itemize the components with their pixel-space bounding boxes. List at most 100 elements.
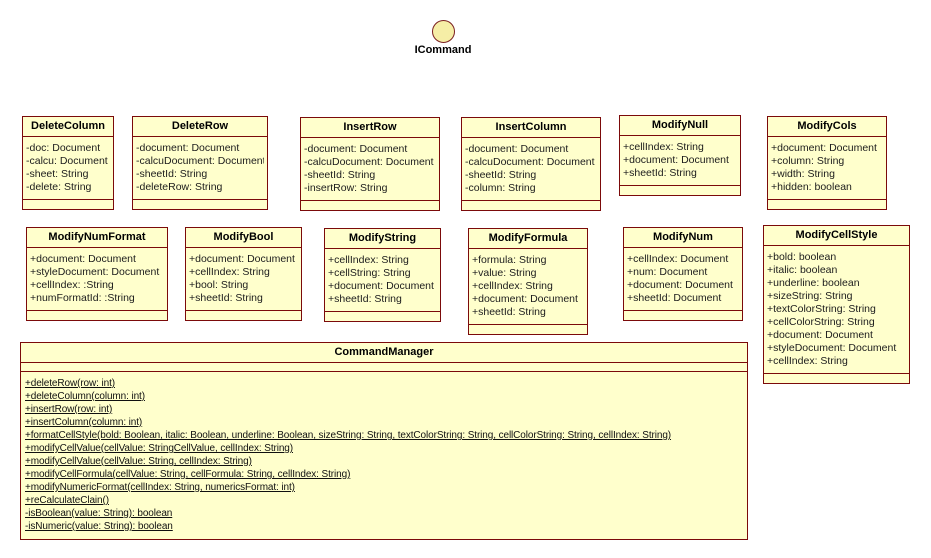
attribute-item: -calcuDocument: Document: [465, 156, 595, 168]
attribute-item: -calcu: Document: [26, 155, 108, 167]
method-item: +deleteColumn(column: int): [25, 391, 145, 402]
attribute-item: +textColorString: String: [767, 303, 876, 315]
class-methods-empty: [624, 311, 742, 320]
class-title: ModifyString: [325, 229, 440, 249]
class-box-modifynum: ModifyNum +cellIndex: Document+num: Docu…: [623, 227, 743, 321]
class-methods-empty: [620, 186, 740, 195]
attribute-item: -deleteRow: String: [136, 181, 223, 193]
class-title: DeleteColumn: [23, 117, 113, 137]
class-box-commandmanager: CommandManager +deleteRow(row: int)+dele…: [20, 342, 748, 540]
class-title: ModifyBool: [186, 228, 301, 248]
attribute-item: -sheetId: String: [465, 169, 537, 181]
attribute-item: +sheetId: Document: [627, 292, 722, 304]
interface-label: ICommand: [414, 44, 472, 56]
class-box-modifycols: ModifyCols +document: Document+column: S…: [767, 116, 887, 210]
attribute-item: +sheetId: String: [189, 292, 263, 304]
attribute-item: +document: Document: [189, 253, 295, 265]
class-methods-empty: [23, 200, 113, 209]
attribute-item: +document: Document: [627, 279, 733, 291]
method-item: +modifyCellFormula(cellValue: String, ce…: [25, 469, 351, 480]
attribute-item: +cellIndex: String: [328, 254, 409, 266]
class-title: ModifyFormula: [469, 229, 587, 249]
class-attributes-empty: [21, 363, 747, 372]
method-item: -isBoolean(value: String): boolean: [25, 508, 173, 519]
attribute-item: +sheetId: String: [328, 293, 402, 305]
class-box-deletecolumn: DeleteColumn -doc: Document-calcu: Docum…: [22, 116, 114, 210]
class-attributes: +formula: String+value: String+cellIndex…: [469, 249, 587, 325]
attribute-item: +cellIndex: :String: [30, 279, 114, 291]
attribute-item: +document: Document: [767, 329, 873, 341]
class-box-deleterow: DeleteRow -document: Document-calcuDocum…: [132, 116, 268, 210]
method-item: +insertColumn(column: int): [25, 417, 143, 428]
attribute-item: -document: Document: [304, 143, 408, 155]
attribute-item: +bold: boolean: [767, 251, 837, 263]
attribute-item: +sheetId: String: [623, 167, 697, 179]
class-box-modifycellstyle: ModifyCellStyle +bold: boolean+italic: b…: [763, 225, 910, 384]
class-attributes: +cellIndex: String+cellString: String+do…: [325, 249, 440, 312]
attribute-item: +document: Document: [771, 142, 877, 154]
method-item: +modifyNumericFormat(cellIndex: String, …: [25, 482, 295, 493]
attribute-item: -document: Document: [465, 143, 569, 155]
attribute-item: +cellIndex: String: [623, 141, 704, 153]
class-attributes: +document: Document+cellIndex: String+bo…: [186, 248, 301, 311]
class-attributes: +document: Document+column: String+width…: [768, 137, 886, 200]
class-title: ModifyNull: [620, 116, 740, 136]
attribute-item: +numFormatId: :String: [30, 292, 135, 304]
attribute-item: +document: Document: [623, 154, 729, 166]
class-title: ModifyCellStyle: [764, 226, 909, 246]
attribute-item: -sheetId: String: [304, 169, 376, 181]
attribute-item: +document: Document: [472, 293, 578, 305]
class-title: ModifyNumFormat: [27, 228, 167, 248]
class-box-modifystring: ModifyString +cellIndex: String+cellStri…: [324, 228, 441, 322]
attribute-item: -doc: Document: [26, 142, 101, 154]
class-title: InsertColumn: [462, 118, 600, 138]
attribute-item: +value: String: [472, 267, 537, 279]
method-item: +modifyCellValue(cellValue: String, cell…: [25, 456, 252, 467]
class-title: CommandManager: [21, 343, 747, 363]
attribute-item: -delete: String: [26, 181, 92, 193]
attribute-item: +styleDocument: Document: [767, 342, 897, 354]
class-methods: +deleteRow(row: int) +deleteColumn(column…: [21, 372, 747, 539]
class-attributes: +cellIndex: Document+num: Document+docum…: [624, 248, 742, 311]
class-box-modifynumformat: ModifyNumFormat +document: Document+styl…: [26, 227, 168, 321]
class-methods-empty: [469, 325, 587, 334]
class-box-insertrow: InsertRow -document: Document-calcuDocum…: [300, 117, 440, 211]
class-attributes: -document: Document-calcuDocument: Docum…: [133, 137, 267, 200]
attribute-item: +cellString: String: [328, 267, 411, 279]
attribute-item: +num: Document: [627, 266, 708, 278]
class-methods-empty: [133, 200, 267, 209]
attribute-item: -calcuDocument: Document: [136, 155, 264, 167]
class-attributes: -document: Document-calcuDocument: Docum…: [301, 138, 439, 201]
class-methods-empty: [325, 312, 440, 321]
attribute-item: +cellIndex: String: [472, 280, 553, 292]
attribute-item: +formula: String: [472, 254, 547, 266]
method-item: +deleteRow(row: int): [25, 378, 115, 389]
class-box-insertcolumn: InsertColumn -document: Document-calcuDo…: [461, 117, 601, 211]
class-title: ModifyNum: [624, 228, 742, 248]
class-methods-empty: [764, 374, 909, 383]
method-item: +insertRow(row: int): [25, 404, 113, 415]
attribute-item: +styleDocument: Document: [30, 266, 160, 278]
attribute-item: -sheet: String: [26, 168, 89, 180]
attribute-item: +document: Document: [328, 280, 434, 292]
class-attributes: +cellIndex: String+document: Document+sh…: [620, 136, 740, 186]
class-methods-empty: [301, 201, 439, 210]
class-attributes: +document: Document+styleDocument: Docum…: [27, 248, 167, 311]
attribute-item: +cellColorString: String: [767, 316, 875, 328]
method-item: -isNumeric(value: String): boolean: [25, 521, 173, 532]
attribute-item: +italic: boolean: [767, 264, 838, 276]
class-methods-empty: [462, 201, 600, 210]
attribute-item: +column: String: [771, 155, 845, 167]
method-item: +modifyCellValue(cellValue: StringCellVa…: [25, 443, 293, 454]
class-methods-empty: [768, 200, 886, 209]
attribute-item: -document: Document: [136, 142, 240, 154]
attribute-item: +cellIndex: String: [189, 266, 270, 278]
class-attributes: -doc: Document-calcu: Document-sheet: St…: [23, 137, 113, 200]
attribute-item: -column: String: [465, 182, 536, 194]
attribute-item: +underline: boolean: [767, 277, 860, 289]
class-box-modifynull: ModifyNull +cellIndex: String+document: …: [619, 115, 741, 196]
attribute-item: +sizeString: String: [767, 290, 853, 302]
class-title: DeleteRow: [133, 117, 267, 137]
attribute-item: +sheetId: String: [472, 306, 546, 318]
